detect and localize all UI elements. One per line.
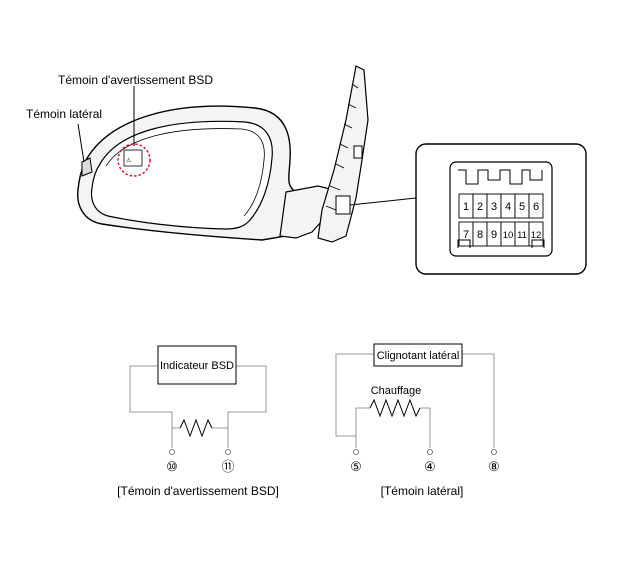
connector-pin-label-2: 2: [477, 201, 483, 213]
mirror-mount-bracket: [317, 65, 369, 243]
connector-pin-label-7: 7: [463, 229, 469, 241]
heater-resistor: [369, 398, 421, 418]
connector-pin-label-1: 1: [463, 201, 469, 213]
connector-latch: [458, 169, 543, 185]
side-lamp-lens: [81, 157, 93, 177]
connector-pin-label-8: 8: [477, 229, 483, 241]
bsd-circuit-caption: [Témoin d'avertissement BSD]: [117, 484, 279, 498]
connector-pin-label-11: 11: [517, 230, 527, 241]
side-terminal-5-point: [353, 449, 359, 455]
bsd-circuit-wires: [129, 365, 267, 448]
side-lamp-circuit: Clignotant latéral Chauffage ⑤ ④ ⑧ [Témo…: [335, 343, 500, 498]
side-lamp-label-leader: [77, 123, 85, 163]
bsd-warning-label: Témoin d'avertissement BSD: [58, 73, 213, 87]
connector-pin-label-10: 10: [503, 230, 514, 241]
bsd-indicator-label: Indicateur BSD: [160, 360, 234, 372]
connector-pin-label-3: 3: [491, 201, 497, 213]
connector-callout-line: [349, 197, 417, 206]
bsd-terminal-10-point: [169, 449, 175, 455]
bsd-circuit: Indicateur BSD ⑩ ⑪ [Témoin d'avertisseme…: [117, 345, 279, 498]
connector-stub: [335, 195, 351, 215]
side-lamp-label: Témoin latéral: [26, 107, 102, 121]
side-mirror-illustration: ⚠ Témoin d'avertissement BSD Témoin laté…: [26, 65, 417, 243]
connector-pin-label-4: 4: [505, 201, 511, 213]
bsd-terminal-11-label: ⑪: [221, 459, 234, 474]
connector-pin-label-6: 6: [533, 201, 539, 213]
side-terminal-8-label: ⑧: [488, 459, 500, 474]
side-turn-lamp-label: Clignotant latéral: [377, 350, 460, 362]
connector-pin-label-9: 9: [491, 229, 497, 241]
connector-pin-label-12: 12: [531, 230, 542, 241]
mirror-glass-edge: [105, 128, 265, 217]
bsd-terminal-11-point: [225, 449, 231, 455]
mirror-glass: [90, 120, 273, 230]
bsd-lamp-glyph: ⚠: [126, 157, 132, 164]
bsd-warning-lamp: [123, 149, 143, 167]
side-circuit-caption: [Témoin latéral]: [381, 484, 464, 498]
bsd-resistor: [179, 418, 213, 438]
mirror-mount-bracket-detail: [325, 83, 359, 211]
connector-pin-cell-6: [528, 193, 544, 219]
side-terminal-4-label: ④: [424, 459, 436, 474]
side-terminal-5-label: ⑤: [350, 459, 362, 474]
side-turn-lamp-box: [373, 343, 463, 367]
side-terminal-8-point: [491, 449, 497, 455]
heater-label: Chauffage: [371, 385, 422, 397]
side-circuit-wires: [335, 353, 495, 448]
bsd-terminal-10-label: ⑩: [166, 459, 178, 474]
connector-pin-label-5: 5: [519, 201, 525, 213]
bsd-highlight-circle: [117, 143, 151, 177]
side-terminal-4-point: [427, 449, 433, 455]
bsd-indicator-box: [157, 345, 237, 385]
connector-keying: [457, 239, 545, 248]
bracket-bolt: [353, 145, 363, 159]
